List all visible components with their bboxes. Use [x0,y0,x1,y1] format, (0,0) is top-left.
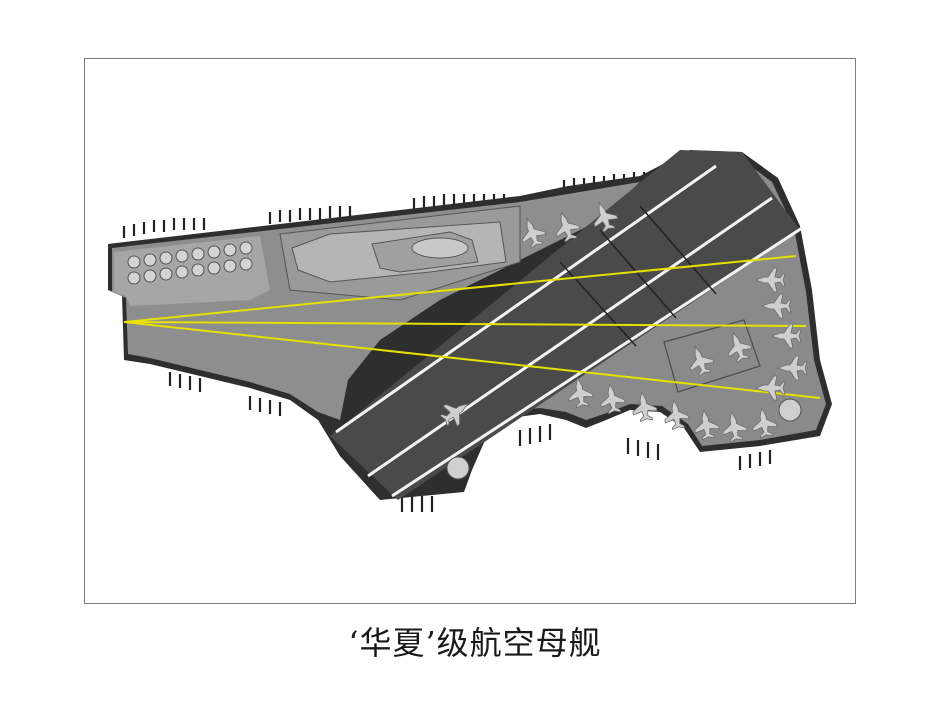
lower-deck-fittings [168,372,772,512]
figure-caption: ‘华夏’级航空母舰 [348,624,602,662]
runway-markings [335,164,803,498]
guidance-lines [123,255,821,399]
radar-domes [127,241,253,285]
gun-turret-icon [446,398,802,480]
superstructure [291,221,507,283]
